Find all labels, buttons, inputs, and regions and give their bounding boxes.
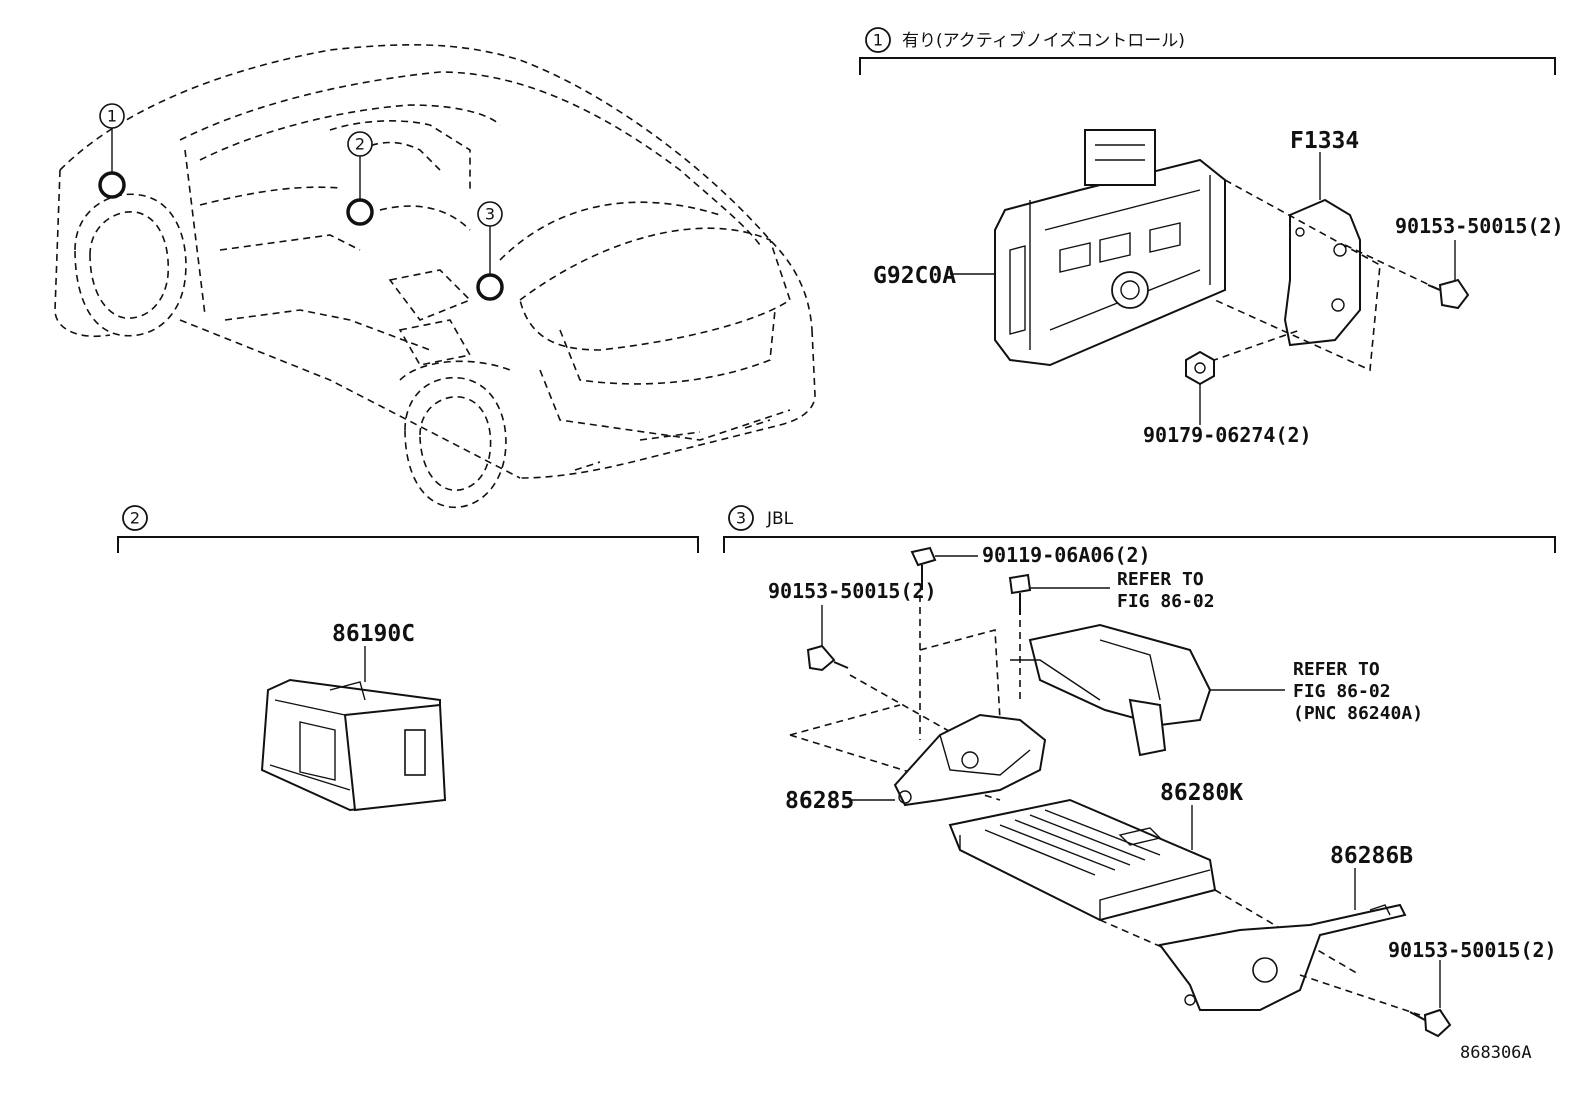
refer-2-line1: REFER TO <box>1293 659 1380 680</box>
svg-text:3: 3 <box>736 509 746 528</box>
section-3-badge: 3 <box>728 505 754 531</box>
label-86286b: 86286B <box>1330 843 1413 869</box>
bolt-90153-50015-s1[interactable] <box>1427 278 1470 310</box>
vehicle-illustration: 1 2 3 <box>54 43 816 509</box>
bracket-f1334[interactable] <box>1283 198 1361 347</box>
bolt-90119-06a06[interactable] <box>910 546 937 590</box>
section-1-bracket <box>859 57 1556 75</box>
diagram-code: 868306A <box>1460 1043 1532 1063</box>
bolt-refer-fig-86-02[interactable] <box>1008 573 1032 615</box>
amplifier-86280k[interactable] <box>948 798 1217 922</box>
section-1: 1 有り(アクティブノイズコントロール) G92C0A F1334 <box>859 27 1564 447</box>
bolt-90153-50015-lower[interactable] <box>1409 1008 1452 1038</box>
switch-86190c[interactable] <box>260 678 447 812</box>
nut-90179-06274[interactable] <box>1185 350 1215 386</box>
label-nut-s1: 90179-06274(2) <box>1143 423 1312 447</box>
svg-text:1: 1 <box>107 107 117 126</box>
label-86285: 86285 <box>785 788 854 814</box>
svg-text:1: 1 <box>873 31 883 50</box>
refer-1-line2: FIG 86-02 <box>1117 591 1215 612</box>
section-2-bracket <box>117 536 699 553</box>
section-3: 3 JBL 90119-06A06(2) REFER TO FIG 86-02 … <box>723 505 1557 1038</box>
section-2-badge: 2 <box>122 505 148 531</box>
refer-2-line3: (PNC 86240A) <box>1293 703 1423 724</box>
label-bolt-c: 90153-50015(2) <box>1388 938 1557 962</box>
refer-1-line1: REFER TO <box>1117 569 1204 590</box>
section-2: 2 86190C <box>117 505 699 812</box>
location-marker-2 <box>346 198 374 226</box>
vehicle-callout-3[interactable]: 3 <box>477 201 503 227</box>
vehicle-callout-1[interactable]: 1 <box>99 103 125 129</box>
svg-text:2: 2 <box>355 135 365 154</box>
svg-text:3: 3 <box>485 205 495 224</box>
label-g92c0a: G92C0A <box>873 263 956 289</box>
location-marker-1 <box>98 171 126 199</box>
label-f1334: F1334 <box>1290 128 1359 154</box>
label-bolt-s1: 90153-50015(2) <box>1395 214 1564 238</box>
label-bolt-a: 90119-06A06(2) <box>982 543 1151 567</box>
label-bolt-b: 90153-50015(2) <box>768 579 937 603</box>
section-3-title: JBL <box>766 509 794 529</box>
vehicle-callout-2[interactable]: 2 <box>347 131 373 157</box>
section-3-bracket <box>723 536 1556 553</box>
bracket-86285[interactable] <box>893 713 1047 807</box>
svg-text:2: 2 <box>130 509 140 528</box>
amplifier-mount-assembly[interactable] <box>1010 623 1212 757</box>
label-86280k: 86280K <box>1160 780 1243 806</box>
section-1-title: 有り(アクティブノイズコントロール) <box>902 30 1185 51</box>
label-86190c: 86190C <box>332 621 415 647</box>
noise-control-module[interactable] <box>994 129 1226 367</box>
bolt-90153-50015-left[interactable] <box>806 644 849 672</box>
refer-2-line2: FIG 86-02 <box>1293 681 1391 702</box>
bracket-86286b[interactable] <box>1158 903 1407 1011</box>
section-1-badge: 1 <box>865 27 891 53</box>
location-marker-3 <box>476 273 504 301</box>
